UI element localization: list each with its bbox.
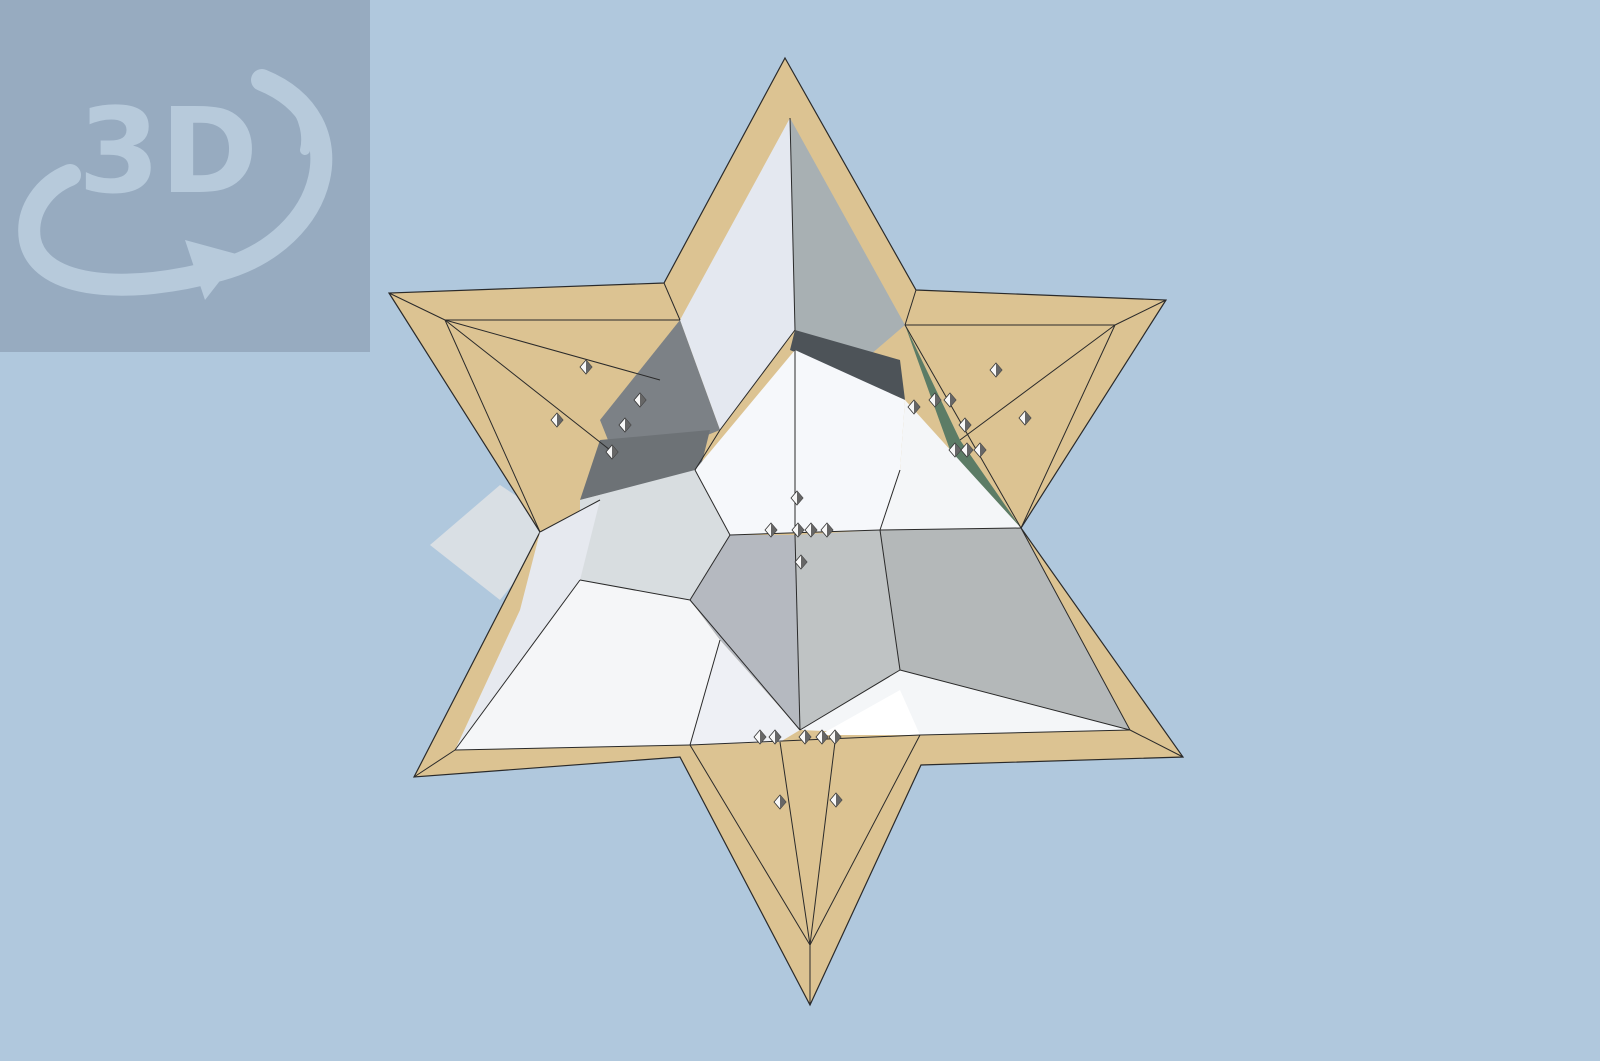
badge-label: 3D xyxy=(78,82,258,220)
marker-cube[interactable] xyxy=(773,794,787,810)
face-center-lower-right xyxy=(795,530,900,730)
face-center-lower-left xyxy=(690,535,800,730)
marker-cube[interactable] xyxy=(958,417,972,433)
marker-cube[interactable] xyxy=(943,392,957,408)
face-bottom-mid xyxy=(690,640,800,745)
marker-cube[interactable] xyxy=(798,729,812,745)
marker-cube[interactable] xyxy=(764,522,778,538)
marker-cube[interactable] xyxy=(605,444,619,460)
face-center-upper xyxy=(695,350,905,535)
marker-cube[interactable] xyxy=(618,417,632,433)
face-left-edge xyxy=(455,500,600,750)
marker-cube[interactable] xyxy=(815,729,829,745)
marker-cube[interactable] xyxy=(753,729,767,745)
face-right-upper xyxy=(880,400,1021,530)
back-face xyxy=(430,485,560,600)
face-top-dark-strip xyxy=(790,330,905,400)
fold-lines xyxy=(388,117,1184,1005)
face-right-large xyxy=(880,528,1130,730)
rotate-3d-icon: 3D xyxy=(18,69,333,300)
marker-cube[interactable] xyxy=(768,729,782,745)
marker-cube[interactable] xyxy=(791,522,805,538)
marker-cube[interactable] xyxy=(960,442,974,458)
marker-cube[interactable] xyxy=(633,392,647,408)
face-bottom-white xyxy=(820,690,920,735)
face-center-left xyxy=(580,470,730,600)
marker-cube[interactable] xyxy=(820,522,834,538)
marker-cube[interactable] xyxy=(989,362,1003,378)
marker-cubes[interactable] xyxy=(550,359,1032,810)
marker-cube[interactable] xyxy=(579,359,593,375)
marker-cube[interactable] xyxy=(790,490,804,506)
marker-cube[interactable] xyxy=(828,729,842,745)
marker-cube[interactable] xyxy=(907,399,921,415)
face-top-right xyxy=(790,118,905,355)
face-top-left xyxy=(680,118,795,430)
3d-view-badge[interactable]: 3D xyxy=(0,0,370,352)
marker-cube[interactable] xyxy=(928,392,942,408)
face-left-lower xyxy=(455,580,720,750)
marker-cube[interactable] xyxy=(829,792,843,808)
marker-cube[interactable] xyxy=(794,554,808,570)
marker-cube[interactable] xyxy=(973,442,987,458)
marker-cube[interactable] xyxy=(550,412,564,428)
marker-cube[interactable] xyxy=(1018,410,1032,426)
marker-cube[interactable] xyxy=(804,522,818,538)
